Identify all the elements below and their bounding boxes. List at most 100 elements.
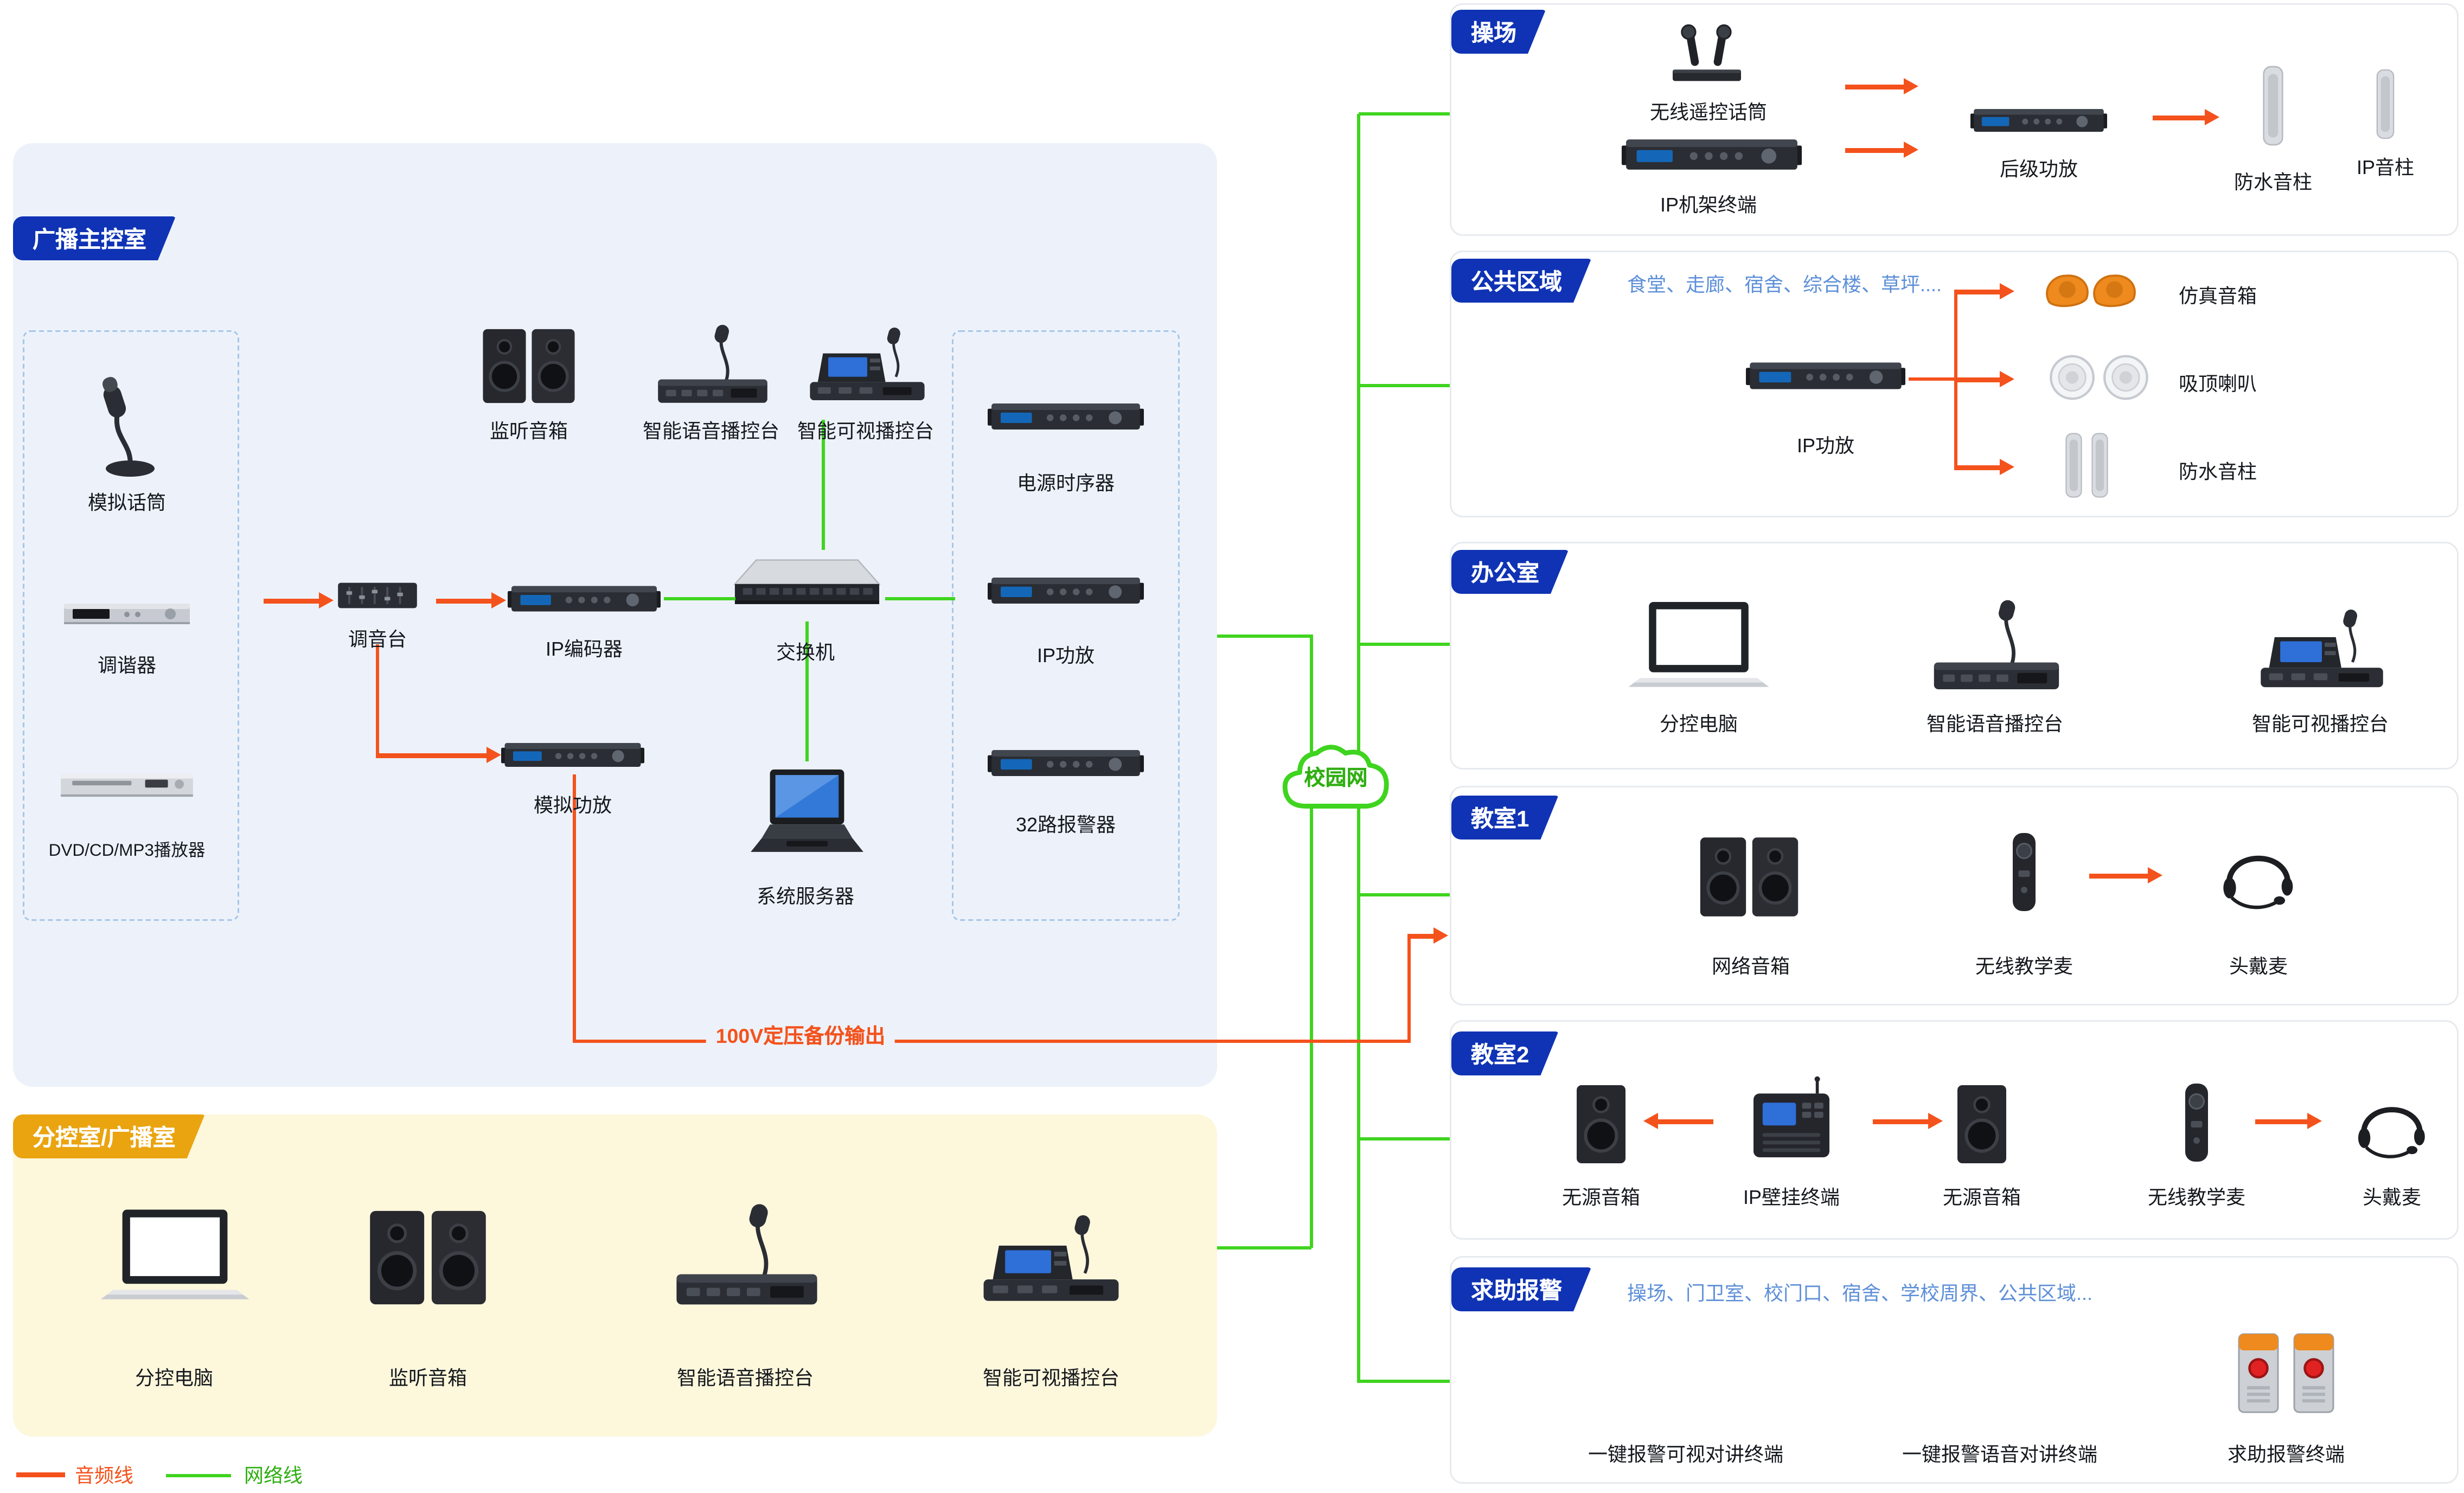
- audio-arrow-terminal-to-right-speaker: [1873, 1114, 1943, 1127]
- waterproof-column-icon: [2260, 63, 2286, 148]
- network-speakers-label: 网络音箱: [1711, 955, 1790, 978]
- audio-arrow-mic-to-headset: [2089, 868, 2162, 882]
- audio-arrow-sources-to-mixer: [264, 593, 334, 607]
- backup-100v-line-horizontal: [573, 1040, 1411, 1043]
- network-branch-playground: [1359, 112, 1450, 116]
- headset-label: 头戴麦: [2362, 1186, 2422, 1209]
- audio-arrow-mic-to-headset: [2255, 1114, 2322, 1127]
- public-area-subtitle: 食堂、走廊、宿舍、综合楼、草坪....: [1627, 273, 1942, 296]
- system-server-icon: [745, 761, 869, 866]
- passive-speaker-right-icon: [1954, 1082, 2009, 1167]
- network-link-sub-room: [1217, 1246, 1311, 1249]
- waterproof-column-label: 防水音柱: [2233, 171, 2313, 194]
- voice-console-icon: [648, 322, 778, 413]
- alarm-32ch-label: 32路报警器: [1015, 813, 1116, 836]
- headset-icon: [2218, 836, 2299, 914]
- network-branch-classroom2: [1359, 1137, 1450, 1140]
- alarm-subtitle: 操场、门卫室、校门口、宿舍、学校周界、公共区域...: [1627, 1282, 2093, 1305]
- panel-help-alarm: 求助报警 操场、门卫室、校门口、宿舍、学校周界、公共区域... 一键报警可视对讲…: [1450, 1256, 2459, 1484]
- network-switch-label: 交换机: [776, 641, 835, 664]
- network-branch-office: [1359, 643, 1450, 646]
- ip-amplifier-icon: [988, 573, 1144, 608]
- network-branch-public-area: [1359, 384, 1450, 387]
- audio-line-amp-out: [1909, 377, 1954, 381]
- public-area-title-flag: 公共区域: [1451, 259, 1591, 303]
- teach-mic-icon: [2179, 1079, 2215, 1167]
- dvd-player-icon: [59, 761, 195, 807]
- classroom2-title-flag: 教室2: [1451, 1031, 1558, 1075]
- rock-speakers-label: 仿真音箱: [2179, 285, 2257, 307]
- panel-sub-control-room: 分控室/广播室 分控电脑 监听音箱 智能语音播控台 智能可视播控台: [13, 1114, 1217, 1437]
- panel-classroom2: 教室2 无源音箱 IP壁挂终端 无源音箱 无线教学麦 头戴麦: [1450, 1020, 2459, 1240]
- tuner-icon: [62, 594, 192, 633]
- audio-arrow-to-columns: [1954, 460, 2014, 473]
- backup-100v-label: 100V定压备份输出: [706, 1018, 895, 1049]
- teach-mic-label: 无线教学麦: [2147, 1186, 2246, 1209]
- playground-title-flag: 操场: [1451, 10, 1546, 54]
- audio-arrow-to-analog-amp: [376, 748, 501, 761]
- network-branch-alarm: [1359, 1380, 1450, 1383]
- help-alarm-terminal-label: 求助报警终端: [2227, 1443, 2345, 1466]
- sub-pc-icon: [98, 1204, 252, 1308]
- video-console-icon: [804, 322, 931, 413]
- network-link-encoder-switch: [664, 597, 735, 600]
- sub-pc-label: 分控电脑: [135, 1367, 214, 1389]
- office-voice-console-label: 智能语音播控台: [1926, 713, 2064, 735]
- sub-video-console-label: 智能可视播控台: [982, 1367, 1120, 1389]
- dvd-player-label: DVD/CD/MP3播放器: [48, 841, 206, 861]
- panel-public-area: 公共区域 食堂、走廊、宿舍、综合楼、草坪.... IP功放 仿真音箱 吸顶喇叭 …: [1450, 251, 2459, 517]
- ip-encoder-icon: [508, 578, 661, 620]
- sub-monitor-speakers-label: 监听音箱: [388, 1367, 468, 1389]
- audio-arrow-terminal-to-left-speaker: [1643, 1114, 1713, 1127]
- audio-arrow-amp-to-columns: [2153, 110, 2219, 124]
- post-amplifier-label: 后级功放: [1999, 158, 2078, 181]
- ip-encoder-label: IP编码器: [545, 638, 623, 661]
- alarm-terminals-icon: [2234, 1326, 2338, 1420]
- network-trunk-line: [1357, 114, 1360, 1383]
- legend-network-line-swatch: [166, 1474, 231, 1477]
- ip-rack-terminal-label: IP机架终端: [1660, 194, 1757, 216]
- teach-mic-icon: [2006, 828, 2042, 916]
- power-sequencer-icon: [988, 399, 1144, 434]
- ip-rack-terminal-icon: [1621, 135, 1803, 174]
- office-pc-icon: [1625, 597, 1772, 695]
- mixer-label: 调音台: [348, 628, 407, 651]
- ip-column-label: IP音柱: [2356, 156, 2415, 179]
- audio-line-mixer-down: [376, 644, 379, 755]
- panel-main-control-room: 广播主控室 模拟话筒 调谐器 DVD/CD/MP3播放器 监听音箱 智能语音播控…: [13, 143, 1217, 1087]
- sub-voice-console-icon: [659, 1201, 835, 1318]
- network-speakers-icon: [1697, 831, 1801, 922]
- analog-mic-icon: [81, 366, 172, 480]
- audio-line-amp-backup: [573, 774, 576, 1041]
- backup-100v-line-vertical: [1407, 935, 1411, 1043]
- office-video-console-icon: [2255, 604, 2389, 701]
- source-devices-group-box: [23, 330, 239, 921]
- audio-arrow-to-ceiling-speaker: [1954, 372, 2014, 386]
- network-link-main-room: [1217, 635, 1311, 638]
- network-branch-classroom1: [1359, 893, 1450, 896]
- ip-column-icon: [2374, 63, 2397, 145]
- tuner-label: 调谐器: [97, 654, 157, 677]
- main-room-title-flag: 广播主控室: [13, 216, 176, 260]
- visual-alarm-terminal-label: 一键报警可视对讲终端: [1588, 1443, 1784, 1466]
- mixer-icon: [335, 579, 420, 612]
- passive-speaker-left-icon: [1573, 1082, 1629, 1167]
- office-video-console-label: 智能可视播控台: [2251, 713, 2389, 735]
- sub-monitor-speakers-icon: [366, 1207, 490, 1308]
- backup-100v-arrow: [1407, 928, 1448, 942]
- network-switch-icon: [732, 550, 882, 618]
- output-devices-group-box: [952, 330, 1180, 921]
- campus-network-cloud-icon: [1276, 734, 1396, 818]
- ip-amplifier-label: IP功放: [1036, 644, 1095, 667]
- audio-arrow-mic-to-amp: [1845, 79, 1918, 93]
- wall-terminal-icon: [1746, 1072, 1837, 1167]
- headset-label: 头戴麦: [2229, 955, 2288, 978]
- wireless-mics-icon: [1661, 18, 1752, 89]
- ceiling-speakers-label: 吸顶喇叭: [2179, 373, 2257, 395]
- office-title-flag: 办公室: [1451, 550, 1569, 594]
- panel-classroom1: 教室1 网络音箱 无线教学麦 头戴麦: [1450, 786, 2459, 1005]
- passive-speaker-left-label: 无源音箱: [1561, 1186, 1641, 1209]
- office-pc-label: 分控电脑: [1659, 713, 1738, 735]
- wireless-mics-label: 无线遥控话筒: [1649, 101, 1768, 124]
